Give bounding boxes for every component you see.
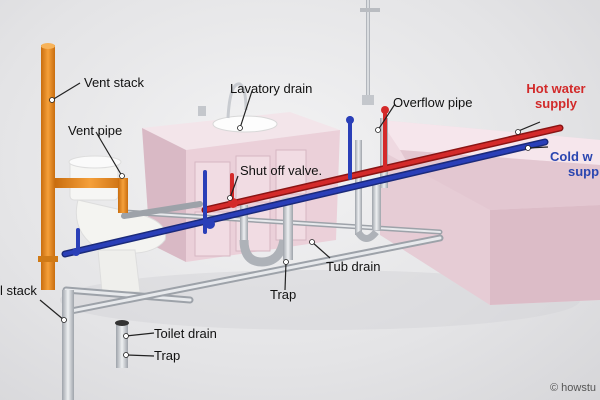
leader-dots [49, 97, 531, 358]
toilet-drain-pipe [115, 320, 129, 368]
label-overflow-pipe: Overflow pipe [393, 95, 473, 110]
label-shut-off-valve: Shut off valve. [240, 163, 323, 178]
soil-stack-pipe [62, 290, 74, 400]
label-lavatory-drain: Lavatory drain [230, 81, 313, 96]
label-trap-toilet: Trap [154, 348, 181, 363]
cold-water-pipe [61, 116, 549, 258]
label-vent-stack: Vent stack [84, 75, 144, 90]
label-cold-water-line1: Cold w [550, 149, 593, 164]
vent-stack-pipe [38, 43, 128, 290]
label-hot-water-supply: Hot water supply [516, 82, 596, 110]
label-toilet-drain: Toilet drain [154, 326, 217, 341]
label-cold-water-supply: Cold w supp [550, 150, 599, 178]
label-cold-water-line2: supp [568, 164, 600, 179]
label-soil-stack: l stack [0, 283, 37, 298]
credit-text: © howstu [549, 382, 596, 394]
label-tub-drain: Tub drain [326, 259, 381, 274]
drain-pipes [62, 201, 444, 316]
label-trap-lavatory: Trap [270, 287, 297, 302]
label-vent-pipe: Vent pipe [68, 123, 123, 138]
shower-riser [360, 0, 380, 105]
label-hot-water-line2: supply [535, 96, 577, 111]
label-hot-water-line1: Hot water [526, 81, 586, 96]
valve-handles [72, 106, 389, 256]
